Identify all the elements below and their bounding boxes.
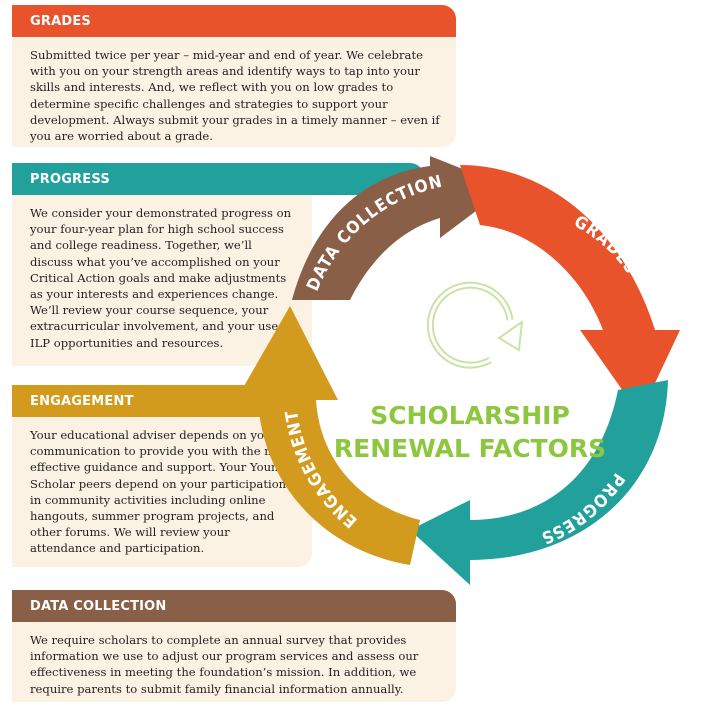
data-collection-header: DATA COLLECTION bbox=[12, 590, 456, 622]
center-title-line2: RENEWAL FACTORS bbox=[334, 434, 606, 463]
circular-arrow-icon bbox=[426, 281, 524, 369]
grades-arrow bbox=[460, 165, 680, 415]
progress-title: PROGRESS bbox=[30, 171, 110, 187]
grades-text: Submitted twice per year – mid-year and … bbox=[30, 48, 440, 144]
center-title-line1: SCHOLARSHIP bbox=[370, 401, 570, 430]
engagement-arrow bbox=[236, 306, 420, 565]
engagement-text: Your educational adviser depends on your… bbox=[30, 428, 293, 556]
grades-header: GRADES bbox=[12, 5, 456, 37]
engagement-body: Your educational adviser depends on your… bbox=[12, 417, 312, 567]
progress-text: We consider your demonstrated progress o… bbox=[30, 206, 294, 350]
data-collection-text: We require scholars to complete an annua… bbox=[30, 633, 419, 696]
progress-body: We consider your demonstrated progress o… bbox=[12, 195, 312, 366]
progress-arrow bbox=[410, 380, 668, 585]
engagement-title: ENGAGEMENT bbox=[30, 393, 134, 409]
data-collection-section: DATA COLLECTION We require scholars to c… bbox=[12, 590, 456, 702]
data-collection-arrow bbox=[292, 156, 508, 300]
grades-section: GRADES Submitted twice per year – mid-ye… bbox=[12, 5, 456, 147]
data-collection-title: DATA COLLECTION bbox=[30, 598, 167, 614]
progress-section: PROGRESS We consider your demonstrated p… bbox=[12, 163, 424, 366]
data-collection-body: We require scholars to complete an annua… bbox=[12, 622, 456, 702]
engagement-section: ENGAGEMENT Your educational adviser depe… bbox=[12, 385, 312, 567]
progress-header: PROGRESS bbox=[12, 163, 424, 195]
grades-body: Submitted twice per year – mid-year and … bbox=[12, 37, 456, 147]
grades-title: GRADES bbox=[30, 13, 91, 29]
